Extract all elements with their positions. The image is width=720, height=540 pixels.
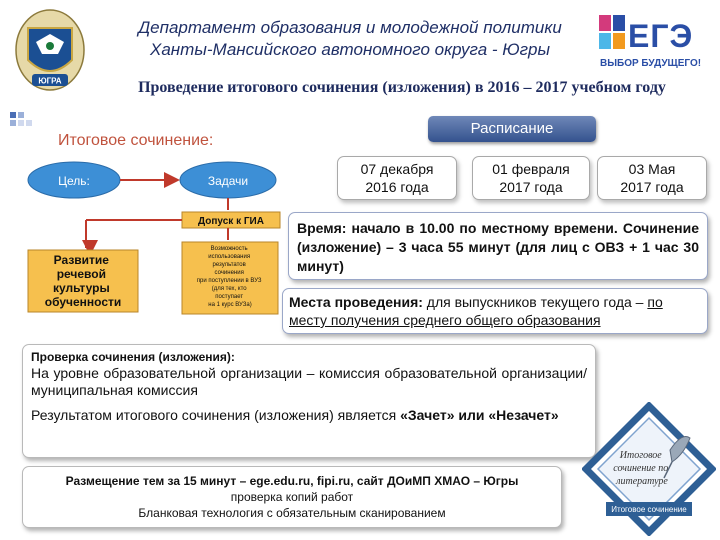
diagram-possibility-1: использования — [208, 254, 250, 260]
diagram-possibility-5: (для тех, кто — [212, 286, 248, 292]
essay-stamp: Итоговое сочинение по литературе Итогово… — [582, 402, 716, 536]
diagram-tasks: Задачи — [208, 174, 248, 188]
schedule-date-1: 07 декабря 2016 года — [337, 156, 457, 200]
diagram-possibility-7: на 1 курс ВУЗа) — [208, 302, 251, 308]
check-body: На уровне образовательной организации – … — [31, 365, 587, 398]
diagram-development-0: Развитие — [54, 253, 110, 267]
diagram-development-1: речевой — [57, 267, 106, 281]
ege-text: ЕГЭ — [628, 18, 694, 54]
diagram-development-2: культуры — [53, 281, 110, 295]
check-result-prefix: Результатом итогового сочинения (изложен… — [31, 407, 401, 423]
svg-text:Итоговое сочинение по: Итоговое сочинение по литературе — [613, 450, 671, 487]
diagram-goal: Цель: — [58, 174, 90, 188]
ege-grid-icon — [599, 15, 625, 49]
svg-text:Развитие речевой культ: Развитие речевой культуры обученности — [45, 253, 122, 309]
schedule-date-3-year: 2017 года — [620, 179, 684, 195]
check-heading: Проверка сочинения (изложения): — [31, 350, 235, 364]
time-card: Время: начало в 10.00 по местному времен… — [288, 212, 708, 280]
diagram-possibility-0: Возможность — [211, 246, 248, 252]
decor-dots-icon — [10, 112, 32, 126]
topics-line1: Размещение тем за 15 минут – ege.edu.ru,… — [65, 474, 519, 488]
itog-title: Итоговое сочинение: — [58, 132, 214, 149]
topics-line2: проверка копий работ — [230, 490, 354, 504]
topics-card: Размещение тем за 15 минут – ege.edu.ru,… — [22, 466, 562, 528]
check-result-zachet: «Зачет» — [400, 407, 455, 423]
page-subtitle: Проведение итогового сочинения (изложени… — [138, 79, 666, 96]
check-card: Проверка сочинения (изложения): На уровн… — [22, 344, 596, 458]
svg-text:Возможность использования: Возможность использования результатов со… — [197, 246, 263, 308]
goals-diagram: Цель: Задачи Допуск к ГИА Развитие речев… — [27, 161, 281, 315]
crest-label: ЮГРА — [38, 77, 61, 86]
ege-logo: ЕГЭ ВЫБОР БУДУЩЕГО! — [598, 14, 710, 74]
places-text: для выпускников текущего года – — [422, 294, 648, 310]
diagram-possibility-3: сочинения — [215, 270, 244, 276]
diagram-possibility-6: поступает — [215, 294, 243, 300]
places-card: Места проведения: для выпускников текуще… — [282, 288, 708, 334]
schedule-date-1-year: 2016 года — [365, 179, 429, 195]
diagram-development-3: обученности — [45, 295, 122, 309]
check-result-or: или — [454, 407, 489, 423]
schedule-button[interactable]: Расписание — [428, 116, 596, 142]
schedule-date-2-day: 01 февраля — [492, 161, 570, 177]
header-line2: Ханты-Мансийского автономного округа - Ю… — [150, 40, 550, 59]
places-underlined: по месту получения среднего общего образ… — [289, 294, 663, 328]
schedule-date-2-year: 2017 года — [499, 179, 563, 195]
diagram-possibility-4: при поступлении в ВУЗ — [197, 278, 262, 284]
diagram-admission: Допуск к ГИА — [198, 216, 264, 227]
check-result-nezachet: «Незачет» — [488, 407, 559, 423]
stamp-line-2: литературе — [615, 476, 668, 487]
schedule-date-2: 01 февраля 2017 года — [472, 156, 590, 200]
check-result: Результатом итогового сочинения (изложен… — [31, 406, 587, 425]
header-line1: Департамент образования и молодежной пол… — [138, 18, 562, 37]
stamp-line-1: сочинение по — [613, 463, 668, 474]
ege-tagline: ВЫБОР БУДУЩЕГО! — [600, 58, 702, 69]
topics-line3: Бланковая технология с обязательным скан… — [138, 506, 446, 520]
stamp-line-0: Итоговое — [619, 450, 663, 461]
diagram-possibility-2: результатов — [212, 262, 245, 268]
quill-pen-icon — [669, 436, 691, 463]
stamp-label: Итоговое сочинение — [611, 505, 687, 514]
places-label: Места проведения: — [289, 294, 423, 310]
schedule-date-3-day: 03 Мая — [628, 161, 676, 177]
schedule-date-1-day: 07 декабря — [360, 161, 434, 177]
schedule-date-3: 03 Мая 2017 года — [597, 156, 707, 200]
coat-of-arms-icon: ЮГРА — [15, 9, 85, 91]
